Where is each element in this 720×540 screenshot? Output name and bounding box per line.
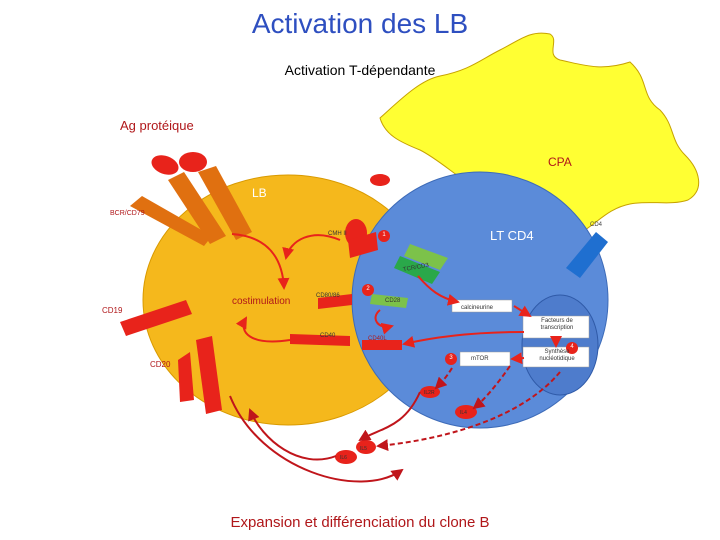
arrow-synthese-to-mtor (510, 352, 525, 365)
antigen-2 (179, 152, 207, 172)
step-2-circle (362, 284, 374, 296)
label-lt-cd4: LT CD4 (490, 228, 534, 243)
label-il5: IL5 (360, 446, 367, 452)
bcr-receptor-2 (198, 166, 252, 240)
step-3-circle (445, 353, 457, 365)
lt-nucleus (521, 294, 599, 396)
label-facteurs: Facteurs de transcription (540, 318, 574, 331)
cd20-receptor (196, 336, 222, 414)
label-mtor: mTOR (471, 356, 489, 362)
bcr-receptor-1 (168, 172, 226, 244)
antigen-1 (151, 155, 179, 175)
step-4-circle (566, 342, 578, 354)
step-4-label: 4 (570, 344, 574, 350)
label-cd20: CD20 (150, 360, 171, 369)
cd4-receptor (566, 232, 608, 278)
label-costimulation: costimulation (232, 296, 291, 307)
label-il2r: IL2R (424, 390, 435, 396)
arrow-cd28-loop (374, 309, 394, 335)
label-calcineurine: calcineurine (461, 305, 494, 311)
label-cd4: CD4 (590, 222, 603, 228)
arrow-bcr-to-costim (231, 233, 290, 290)
cd19-receptor (120, 300, 192, 336)
tcr-receptor (394, 256, 440, 284)
label-cd40: CD40 (320, 333, 336, 339)
calcineurine-box (451, 299, 513, 313)
label-cd28: CD28 (385, 298, 401, 304)
label-il6: IL6 (340, 455, 347, 461)
label-il4: IL4 (460, 410, 467, 416)
arrow-expansion (229, 395, 404, 483)
arrow-to-il5 (376, 371, 561, 452)
diagram-subtitle: Activation T-dépendante (284, 62, 436, 78)
footer-expansion: Expansion et différenciation du clone B (230, 514, 490, 531)
label-synthese: Synthèse nucléotidique (539, 349, 575, 362)
label-ag-proteique: Ag protéique (120, 118, 194, 133)
step-3-label: 3 (449, 355, 453, 361)
arrow-cmh-loop (282, 234, 341, 260)
arrow-calci-to-facteurs (513, 305, 532, 318)
arrow-il5-to-lb (248, 408, 337, 461)
arrow-il2r-to-lb (358, 391, 421, 442)
step-1-label: 1 (382, 232, 386, 238)
cd20-receptor-b (178, 352, 194, 402)
cd80-receptor (318, 294, 352, 309)
step-1-circle (378, 230, 390, 242)
il6-blob (335, 450, 357, 464)
label-lb: LB (252, 186, 267, 200)
cd3-receptor (404, 244, 448, 270)
arrow-tcr-to-calci (417, 275, 460, 306)
il5-blob (356, 440, 376, 454)
diagram-title: Activation des LB (251, 8, 469, 39)
arrow-to-il2r (434, 367, 453, 390)
label-cd80: CD80/86 (316, 293, 340, 299)
label-bcr: BCR/CD79 (110, 210, 145, 217)
bcr-receptor-3 (130, 196, 212, 246)
cd40-receptor (290, 334, 350, 346)
il4-blob (455, 405, 477, 419)
cd40l-receptor (362, 340, 402, 350)
label-cmh: CMH II (328, 231, 347, 237)
mtor-box (459, 351, 511, 367)
cd28-receptor (370, 294, 408, 308)
arrow-to-il4 (472, 365, 511, 410)
label-cpa: CPA (548, 155, 572, 169)
label-cd19: CD19 (102, 306, 123, 315)
step-2-label: 2 (366, 286, 370, 292)
antigen-4 (370, 174, 390, 186)
arrow-cd40-to-lb (235, 316, 291, 343)
cmh-receptor (348, 232, 378, 258)
label-cd40l: CD40L (368, 336, 387, 342)
arrow-facteurs-to-cd40l (402, 331, 525, 348)
